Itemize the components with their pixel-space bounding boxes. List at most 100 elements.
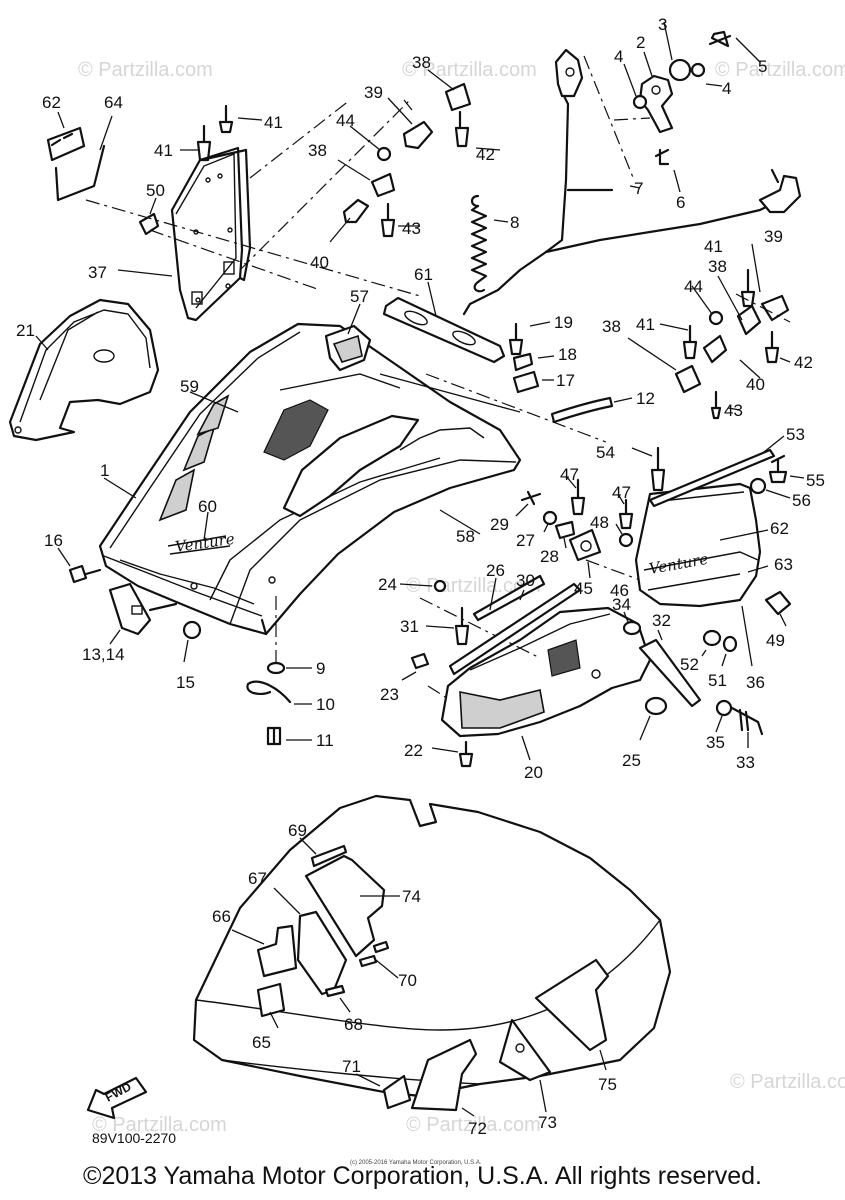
callout: 39 <box>764 227 783 246</box>
callout: 11 <box>316 731 334 750</box>
callout: 29 <box>490 515 509 534</box>
callout: 39 <box>364 83 383 102</box>
fine-print: (c) 2005-2016 Yamaha Motor Corporation, … <box>350 1160 482 1166</box>
callout: 40 <box>746 375 765 394</box>
hose-12 <box>550 396 633 424</box>
pin-41 <box>180 104 263 162</box>
callouts: 1 2 3 4 4 5 6 7 8 9 10 11 12 13,14 15 16… <box>16 15 825 1138</box>
callout: 64 <box>104 93 123 112</box>
panel-37 <box>117 146 252 322</box>
diagram-code: 89V100-2270 <box>92 1130 176 1146</box>
callout: 50 <box>146 181 165 200</box>
watermark: © Partzilla.com <box>78 59 213 81</box>
watermark: © Partzilla.com <box>406 1114 541 1136</box>
callout: 12 <box>636 389 655 408</box>
callout: 22 <box>404 741 423 760</box>
callout: 36 <box>746 673 765 692</box>
callout: 75 <box>598 1075 617 1094</box>
copyright-notice: ©2013 Yamaha Motor Corporation, U.S.A. A… <box>83 1162 762 1190</box>
callout: 21 <box>16 321 35 340</box>
callout: 43 <box>724 401 743 420</box>
callout: 47 <box>612 483 631 502</box>
callout: 38 <box>308 141 327 160</box>
callout: 3 <box>658 15 667 34</box>
callout: 38 <box>602 317 621 336</box>
lower-fairing <box>192 794 672 1117</box>
fwd-arrow: FWD <box>86 1076 148 1120</box>
callout: 73 <box>538 1113 557 1132</box>
trim-64 <box>46 111 113 202</box>
callout: 66 <box>212 907 231 926</box>
callout: 18 <box>558 345 577 364</box>
part-21 <box>8 298 160 442</box>
callout: 27 <box>516 531 535 550</box>
right-lower-parts <box>622 590 792 748</box>
callout: 34 <box>612 595 631 614</box>
callout: 45 <box>574 579 593 598</box>
callout: 4 <box>614 47 623 66</box>
fasteners-middle <box>515 475 641 581</box>
callout: 2 <box>636 33 645 52</box>
callout: 57 <box>350 287 369 306</box>
callout: 5 <box>758 57 767 76</box>
callout: 19 <box>554 313 573 332</box>
callout: 30 <box>516 571 535 590</box>
callout: 55 <box>806 471 825 490</box>
callout: 47 <box>560 465 579 484</box>
callout: 10 <box>316 695 335 714</box>
callout: 6 <box>676 193 685 212</box>
callout: 72 <box>468 1119 487 1138</box>
callout: 61 <box>414 265 433 284</box>
callout: 41 <box>264 113 283 132</box>
callout: 13,14 <box>82 645 125 664</box>
callout: 62 <box>770 519 789 538</box>
callout: 48 <box>590 513 609 532</box>
clip-50 <box>138 197 160 236</box>
callout: 44 <box>336 111 355 130</box>
watermark: © Partzilla.com <box>715 59 845 81</box>
callout: 33 <box>736 753 755 772</box>
callout: 67 <box>248 869 267 888</box>
callout: 74 <box>402 887 421 906</box>
callout: 41 <box>154 141 173 160</box>
callout: 60 <box>198 497 217 516</box>
lever-assembly <box>462 21 802 316</box>
spring-8 <box>470 194 509 293</box>
watermark: © Partzilla.com <box>730 1071 845 1093</box>
callout: 23 <box>380 685 399 704</box>
bracket-group-right <box>627 243 791 420</box>
callout: 38 <box>412 53 431 72</box>
callout: 16 <box>44 531 63 550</box>
callout: 20 <box>524 763 543 782</box>
watermark: © Partzilla.com <box>92 1114 227 1136</box>
callout: 17 <box>556 371 575 390</box>
callout: 41 <box>704 237 723 256</box>
callout: 56 <box>792 491 811 510</box>
callout: 37 <box>88 263 107 282</box>
callout: 53 <box>786 425 805 444</box>
callout: 70 <box>398 971 417 990</box>
callout: 46 <box>610 581 629 600</box>
callout: 24 <box>378 575 397 594</box>
callout: 59 <box>180 377 199 396</box>
callout: 9 <box>316 659 325 678</box>
callout: 42 <box>476 145 495 164</box>
callout: 68 <box>344 1015 363 1034</box>
callout: 15 <box>176 673 195 692</box>
callout: 69 <box>288 821 307 840</box>
callout: 26 <box>486 561 505 580</box>
clips-17-19 <box>508 321 555 394</box>
callout: 31 <box>400 617 419 636</box>
callout: 51 <box>708 671 727 690</box>
callout: 65 <box>252 1033 271 1052</box>
callout: 71 <box>342 1057 361 1076</box>
panel-63: Venture <box>631 435 805 667</box>
callout: 63 <box>774 555 793 574</box>
callout: 35 <box>706 733 725 752</box>
gasket-61 <box>382 281 506 364</box>
callout: 41 <box>636 315 655 334</box>
callout: 25 <box>622 751 641 770</box>
callout: 8 <box>510 213 519 232</box>
callout: 4 <box>722 79 731 98</box>
